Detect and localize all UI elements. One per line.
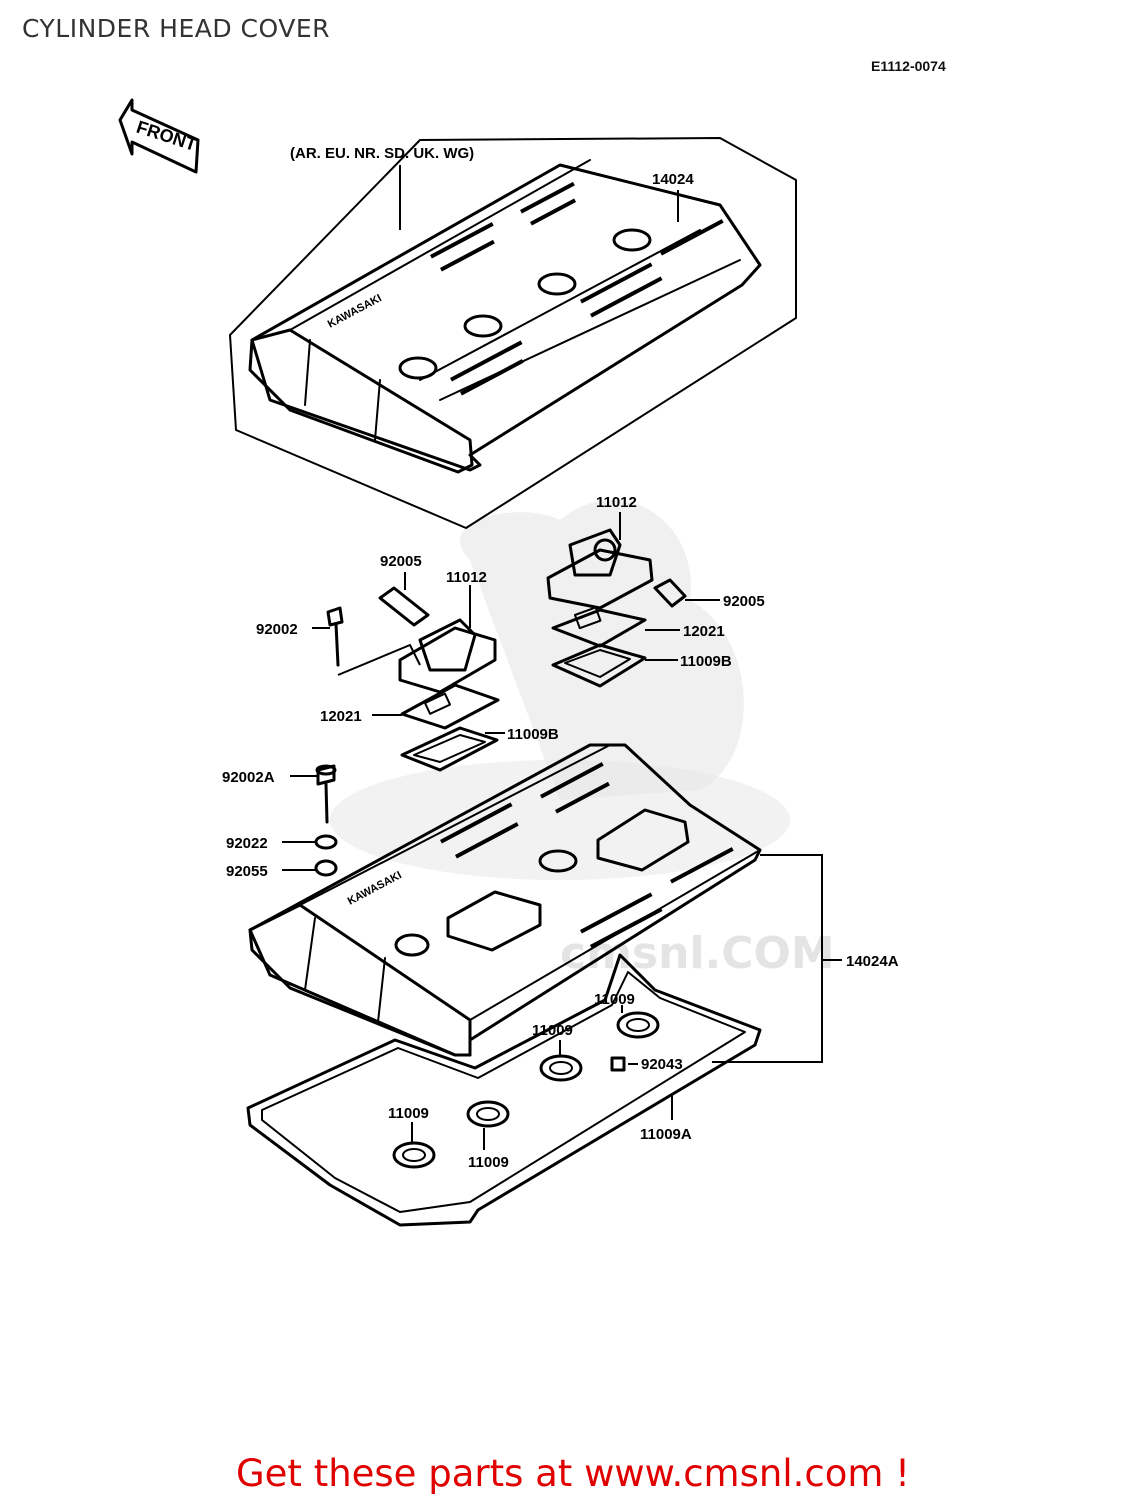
brand-mark-upper: KAWASAKI — [326, 292, 384, 330]
callout-11012-left: 11012 — [446, 569, 487, 586]
page-title: CYLINDER HEAD COVER — [22, 14, 331, 43]
callout-12021-left: 12021 — [320, 708, 362, 725]
callout-labels: 14024 11012 92005 11012 92002 92005 1202… — [222, 171, 899, 1171]
head-cover-gasket-11009A — [246, 953, 762, 1227]
callout-92055: 92055 — [226, 863, 268, 880]
breather-assembly-right — [546, 512, 720, 688]
diagram-code: E1112-0074 — [871, 58, 946, 74]
callout-11009A: 11009A — [640, 1126, 692, 1143]
callout-92043: 92043 — [641, 1056, 683, 1073]
breather-assembly-left — [312, 572, 505, 772]
region-note: (AR. EU. NR. SD. UK. WG) — [290, 145, 474, 162]
callout-14024A: 14024A — [846, 953, 899, 970]
watermark-text: cmsnl.COM — [560, 928, 835, 979]
callout-11009-top: 11009 — [594, 991, 635, 1008]
brand-mark-lower: KAWASAKI — [346, 869, 404, 907]
callout-11009B-right: 11009B — [680, 653, 732, 670]
callout-92005-right: 92005 — [723, 593, 765, 610]
callout-92002A: 92002A — [222, 769, 275, 786]
upper-cover-14024: KAWASAKI — [229, 137, 797, 529]
watermark-logo: cmsnl.COM — [330, 499, 835, 979]
plug-seals-11009 — [392, 1005, 660, 1169]
callout-12021-right: 12021 — [683, 623, 725, 640]
callout-92005-left: 92005 — [380, 553, 422, 570]
callout-92022: 92022 — [226, 835, 268, 852]
callout-11009-lower-left: 11009 — [388, 1105, 429, 1122]
promo-link-text[interactable]: Get these parts at www.cmsnl.com ! — [235, 1452, 910, 1495]
callout-11009B-left: 11009B — [507, 726, 559, 743]
front-arrow-icon: FRONT — [118, 98, 200, 174]
callout-11009-mid: 11009 — [532, 1022, 573, 1039]
callout-11012-right: 11012 — [596, 494, 637, 511]
callout-92002: 92002 — [256, 621, 298, 638]
mounting-hardware — [282, 764, 338, 877]
callout-11009-lower: 11009 — [468, 1154, 509, 1171]
callout-14024: 14024 — [652, 171, 694, 188]
front-label: FRONT — [134, 117, 199, 155]
